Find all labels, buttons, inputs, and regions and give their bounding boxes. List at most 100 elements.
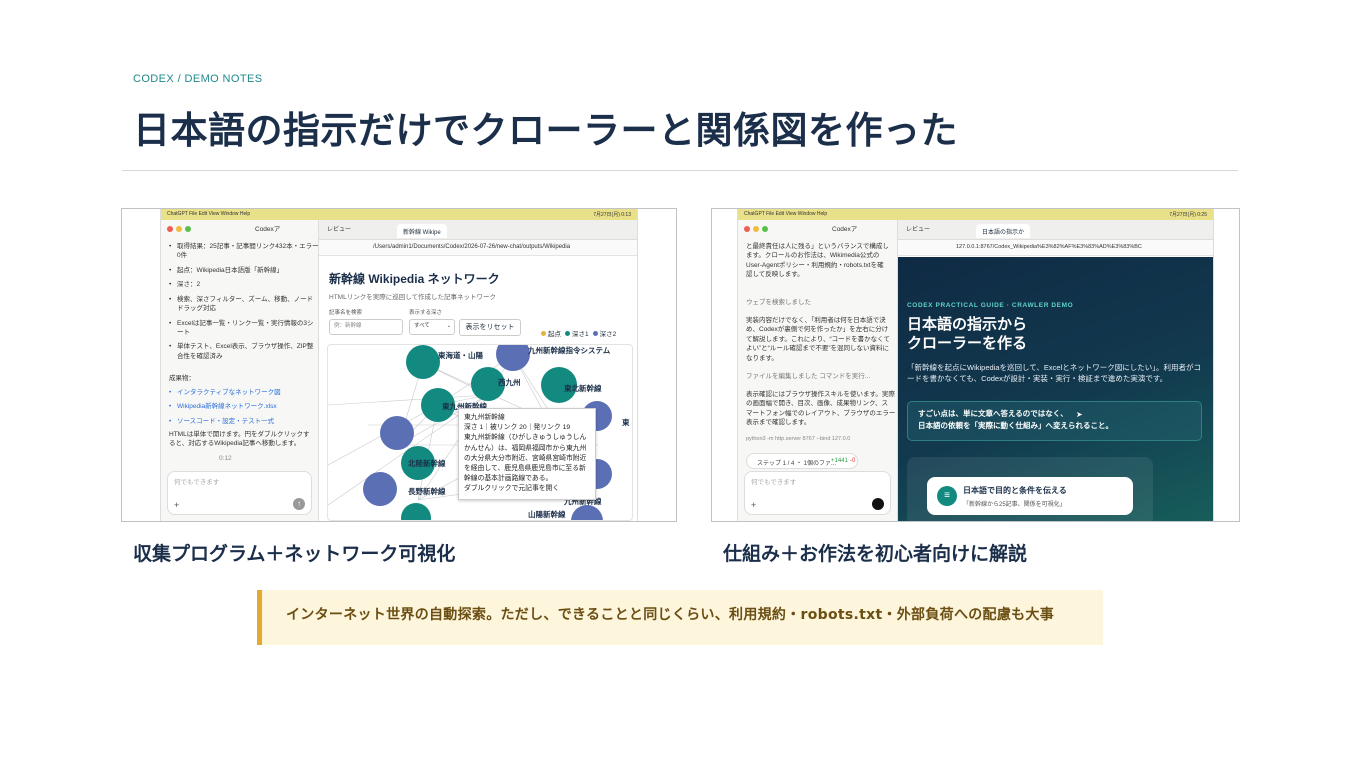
menu-bar-items: ChatGPT File Edit View Window Help	[744, 211, 828, 217]
node-label: 西九州	[498, 378, 521, 387]
window-controls[interactable]	[167, 226, 191, 232]
graph-node[interactable]	[401, 446, 435, 480]
chat-tab-title[interactable]: Codexア	[832, 226, 858, 233]
legend-dot-icon	[565, 331, 570, 336]
chat-tab-title[interactable]: Codexア	[255, 226, 281, 233]
step-text: ステップ 1 / 4 ・ 1個のファ...	[757, 461, 837, 467]
chat-line: 表示確認にはブラウザ操作スキルを使います。実際	[746, 391, 895, 398]
depth-select-value: すべて	[414, 323, 430, 329]
caption-left: 収集プログラム＋ネットワーク可視化	[133, 543, 456, 565]
chat-line: め、Codexが裏側で何を作ったか」を左右に分け	[746, 326, 889, 334]
address-url: /Users/admin1/Documents/Codex/2026-07-26…	[373, 244, 571, 250]
eyebrow: CODEX / DEMO NOTES	[133, 73, 263, 85]
chat-pane: Codexア 取得結果：25記事・記事間リンク432本・エラー0件 起点：Wik…	[161, 220, 319, 521]
tab-review[interactable]: レビュー	[906, 227, 931, 233]
depth-select[interactable]: すべて ⌄	[409, 319, 455, 335]
html-note: HTMLは単体で開けます。円をダブルクリックすると、対応するWikipedia記…	[169, 431, 310, 448]
node-label: 東九州新幹線	[442, 402, 487, 411]
page-title: 日本語の指示だけでクローラーと関係図を作った	[133, 109, 958, 152]
list-item: 検索、深さフィルター、ズーム、移動、ノードドラッグ対応	[169, 295, 318, 314]
list-item: 起点：Wikipedia日本語版「新幹線」	[169, 266, 318, 276]
network-graph[interactable]: 東海道・山陽 九州新幹線指令システム 西九州 東北新幹線 東九州新幹線 北陸新幹…	[327, 344, 633, 521]
chat-paragraph: と最終責任は人に残る」というバランスで構成し ます。クロールのお作法は、Wiki…	[746, 242, 896, 280]
list-icon: ≡	[937, 486, 957, 506]
file-edit-status[interactable]: ファイルを編集しました コマンドを実行...	[746, 373, 871, 380]
chat-input[interactable]: 何でもできます +	[744, 471, 891, 515]
list-item: 単体テスト、Excel表示、ブラウザ操作、ZIP整合性を確認済み	[169, 342, 318, 361]
cursor-icon: ➤	[1076, 410, 1083, 419]
graph-node[interactable]	[541, 367, 577, 403]
result-list: 取得結果：25記事・記事間リンク432本・エラー0件 起点：Wikipedia日…	[169, 242, 318, 366]
output-link-xlsx[interactable]: Wikipedia新幹線ネットワーク.xlsx	[169, 402, 318, 412]
divider	[122, 170, 1238, 171]
search-input[interactable]: 例：新幹線	[329, 319, 403, 335]
graph-node[interactable]	[471, 367, 505, 401]
caption-right: 仕組み＋お作法を初心者向けに解説	[723, 543, 1028, 565]
graph-node[interactable]	[380, 416, 414, 450]
outputs-list: インタラクティブなネットワーク図 Wikipedia新幹線ネットワーク.xlsx…	[169, 388, 318, 431]
node-label: 九州新幹線指令システム	[528, 346, 611, 355]
chat-input[interactable]: 何でもできます + ↑	[167, 471, 312, 515]
tooltip-line: の大分県大分市附近、宮崎県宮崎市附近	[464, 454, 587, 462]
legend-item: 深さ1	[565, 328, 589, 338]
menu-bar-clock: 7月27日(月) 0:13	[593, 212, 631, 218]
menu-bar-items: ChatGPT File Edit View Window Help	[167, 211, 251, 217]
graph-node[interactable]	[401, 503, 431, 520]
tooltip-line: を経由して、鹿児島県鹿児島市に至る新	[464, 464, 586, 472]
desktop-screen: ChatGPT File Edit View Window Help 7月27日…	[737, 209, 1214, 521]
node-label: 長野新幹線	[408, 487, 446, 496]
graph-node[interactable]	[496, 345, 530, 371]
tooltip-line: 深さ 1｜被リンク 20｜発リンク 19	[464, 424, 571, 432]
plus-icon[interactable]: +	[751, 500, 757, 510]
chevron-down-icon: ⌄	[446, 323, 451, 329]
callout-line: 日本語の依頼を「実際に動く仕組み」へ変えられること。	[918, 420, 1113, 430]
chat-line: の画面幅で開き、目次、画像、成果物リンク、ス	[746, 400, 888, 408]
reset-button[interactable]: 表示をリセット	[459, 319, 521, 336]
step-indicator[interactable]: ステップ 1 / 4 ・ 1個のファ... +1441 -0	[746, 453, 858, 469]
graph-node[interactable]	[421, 388, 455, 422]
graph-node[interactable]	[571, 505, 603, 520]
window-controls[interactable]	[744, 226, 768, 232]
tab-guide[interactable]: 日本語の指示か	[976, 224, 1031, 238]
send-icon[interactable]: ↑	[293, 498, 305, 510]
address-bar[interactable]: 127.0.0.1:8767/Codex_Wikipedia%E3%82%AF%…	[898, 240, 1213, 256]
chat-line: ます。クロールのお作法は、Wikimedia公式の	[746, 252, 880, 260]
card-title: 日本語で目的と条件を伝える	[963, 486, 1067, 495]
node-label: 山陽新幹線	[528, 510, 566, 519]
callout-line: すごい点は、単に文章へ答えるのではなく、	[918, 409, 1068, 418]
screenshot-network: ChatGPT File Edit View Window Help 7月27日…	[121, 208, 677, 522]
plus-icon[interactable]: +	[174, 500, 180, 510]
screenshot-guide: ChatGPT File Edit View Window Help 7月27日…	[711, 208, 1240, 522]
chat-paragraph: 表示確認にはブラウザ操作スキルを使います。実際 の画面幅で開き、目次、画像、成果…	[746, 390, 896, 428]
menu-bar-clock: 7月27日(月) 0:25	[1169, 212, 1207, 218]
output-link-source[interactable]: ソースコード・設定・テスト一式	[169, 417, 318, 427]
graph-node[interactable]	[363, 472, 397, 506]
browser-tabbar: レビュー 日本語の指示か	[898, 220, 1213, 240]
web-search-status[interactable]: ウェブを検索しました	[746, 299, 811, 306]
graph-node[interactable]	[406, 345, 440, 379]
chat-line: と最終責任は人に残る」というバランスで構成し	[746, 243, 889, 250]
chat-input-placeholder: 何でもできます	[751, 479, 797, 486]
address-bar[interactable]: /Users/admin1/Documents/Codex/2026-07-26…	[319, 240, 637, 256]
stop-icon[interactable]	[872, 498, 884, 510]
node-label: 東	[622, 418, 630, 427]
tooltip-line: ダブルクリックで元記事を開く	[464, 485, 560, 493]
legend: 起点深さ1 深さ2	[541, 328, 616, 338]
guide-page: CODEX PRACTICAL GUIDE · CRAWLER DEMO 日本語…	[898, 257, 1213, 521]
tooltip-line: 東九州新幹線	[464, 414, 505, 421]
search-label: 記事名を検索	[329, 310, 363, 316]
chat-pane: Codexア と最終責任は人に残る」というバランスで構成し ます。クロールのお作…	[738, 220, 898, 521]
tab-review[interactable]: レビュー	[327, 227, 352, 233]
node-label: 九州新幹線	[564, 497, 602, 506]
tooltip-line: かんせん）は、福岡県福岡市から東九州	[464, 444, 587, 452]
network-subtitle: HTMLリンクを実際に巡回して作成した記事ネットワーク	[329, 294, 496, 301]
legend-label: 深さ2	[599, 331, 617, 338]
diff-added: +1441	[831, 458, 848, 464]
command-line[interactable]: python3 -m http.server 8767 --bind 127.0…	[746, 436, 851, 442]
tab-network[interactable]: 新幹線 Wikipe	[397, 224, 447, 238]
legend-item: 起点	[541, 328, 561, 338]
guide-title: 日本語の指示から クローラーを作る	[907, 316, 1027, 354]
output-link-network[interactable]: インタラクティブなネットワーク図	[169, 388, 318, 398]
diff-removed: -0	[850, 458, 856, 464]
network-title: 新幹線 Wikipedia ネットワーク	[329, 272, 500, 286]
